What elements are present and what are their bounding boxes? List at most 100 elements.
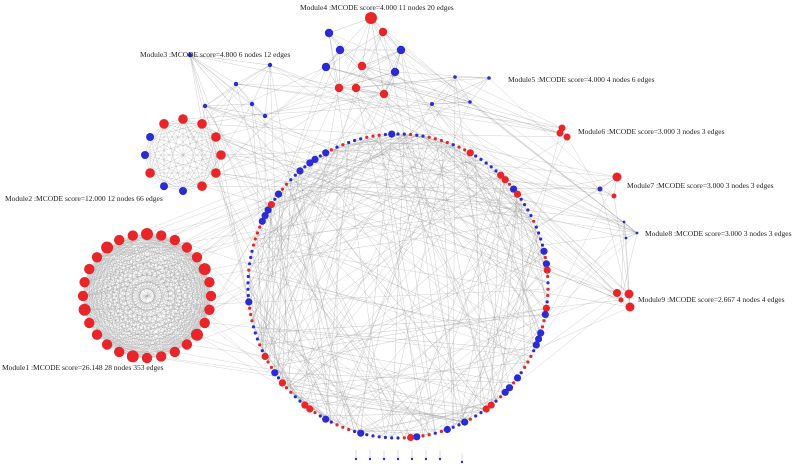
module1-node	[156, 351, 167, 362]
module9-node	[613, 289, 621, 297]
ring-node	[258, 217, 266, 225]
module1-edge	[119, 239, 198, 335]
module4-edge	[328, 17, 372, 34]
ring-node	[407, 433, 415, 442]
ring-node	[499, 395, 503, 399]
module1-edge	[84, 257, 98, 310]
ring-node	[466, 149, 474, 157]
module1-edge	[186, 247, 210, 283]
ring-edge	[274, 199, 482, 413]
module1-edge	[132, 282, 210, 357]
link-edge	[400, 49, 430, 138]
module1-edge	[84, 233, 148, 283]
module4-edge	[338, 71, 396, 89]
module1-edge	[132, 322, 205, 357]
module2-edge	[149, 136, 203, 187]
link-edge	[454, 76, 497, 402]
ring-edge	[354, 429, 448, 432]
link-edge	[182, 118, 338, 426]
ring-edge	[325, 142, 349, 420]
module1-edge	[196, 282, 210, 335]
module1-edge	[82, 295, 162, 357]
ring-edge	[278, 193, 549, 284]
module1-edge	[89, 322, 133, 357]
link-edge	[264, 71, 396, 357]
ring-node	[388, 130, 396, 138]
module3-node	[187, 52, 193, 58]
module1-edge	[82, 295, 120, 353]
ring-edge	[248, 301, 386, 438]
ring-node	[396, 436, 400, 440]
module9-node	[625, 302, 635, 312]
module1-edge	[84, 257, 198, 311]
ring-edge	[404, 276, 548, 439]
module1-edge	[146, 233, 212, 297]
module1-edge	[132, 247, 188, 357]
ring-edge	[336, 251, 545, 426]
ring-node	[322, 149, 330, 157]
ring-edge	[441, 140, 501, 176]
link-edge	[613, 195, 630, 295]
module3-edge	[251, 64, 271, 105]
module1-edge	[106, 247, 205, 324]
ring-edge	[286, 387, 465, 423]
link-edge	[235, 83, 321, 417]
link-edge	[235, 83, 561, 134]
module4-node	[335, 45, 345, 55]
module1-edge	[160, 282, 210, 357]
module1-edge	[84, 239, 120, 283]
ring-edge	[271, 135, 424, 205]
ring-node	[402, 132, 406, 136]
ring-edge	[267, 142, 349, 363]
link-edge	[342, 49, 402, 145]
module2-node	[160, 182, 168, 191]
link-edge	[394, 71, 630, 295]
module1-edge	[84, 247, 187, 283]
module1-edge	[146, 268, 205, 359]
link-edge	[201, 64, 271, 124]
module1-edge	[132, 268, 205, 357]
ring-node	[322, 415, 330, 423]
module1-edge	[106, 247, 188, 345]
module1-edge	[186, 282, 210, 345]
module1-edge	[119, 239, 210, 310]
link-edge	[107, 174, 501, 345]
ring-node	[269, 365, 273, 369]
module1-edge	[132, 235, 175, 241]
ring-edge	[255, 209, 528, 240]
link-edge	[355, 87, 430, 435]
module5-node	[430, 102, 434, 106]
link-edge	[119, 351, 487, 410]
ring-edge	[299, 138, 361, 402]
ring-node	[523, 203, 527, 207]
module1-edge	[174, 239, 212, 297]
link-edge	[215, 49, 341, 174]
dangling-node	[368, 457, 372, 461]
module1-edge	[146, 233, 176, 352]
module1-edge	[146, 295, 212, 359]
module5-edge	[469, 77, 490, 103]
link-edge	[220, 146, 460, 156]
link-edge	[355, 87, 625, 223]
link-edge	[204, 105, 546, 258]
module2-edge	[163, 123, 222, 156]
link-edge	[106, 247, 263, 351]
module3-node	[202, 103, 208, 109]
ring-edge	[490, 166, 548, 271]
module1-edge	[174, 309, 210, 353]
link-edge	[96, 193, 279, 335]
link-edge	[431, 103, 465, 151]
link-edge	[383, 93, 630, 295]
ring-node	[264, 206, 272, 214]
module1-edge	[146, 235, 162, 359]
module8-label: Module8 :MCODE score=3.000 3 nodes 3 edg…	[645, 229, 792, 238]
module1-edge	[82, 295, 205, 324]
module1-edge	[146, 233, 205, 270]
ring-edge	[441, 140, 546, 315]
ring-node	[347, 140, 351, 145]
module1-edge	[96, 247, 108, 335]
module1-node	[84, 263, 95, 275]
link-edge	[530, 292, 618, 357]
link-edge	[383, 93, 618, 294]
link-edge	[338, 87, 514, 190]
